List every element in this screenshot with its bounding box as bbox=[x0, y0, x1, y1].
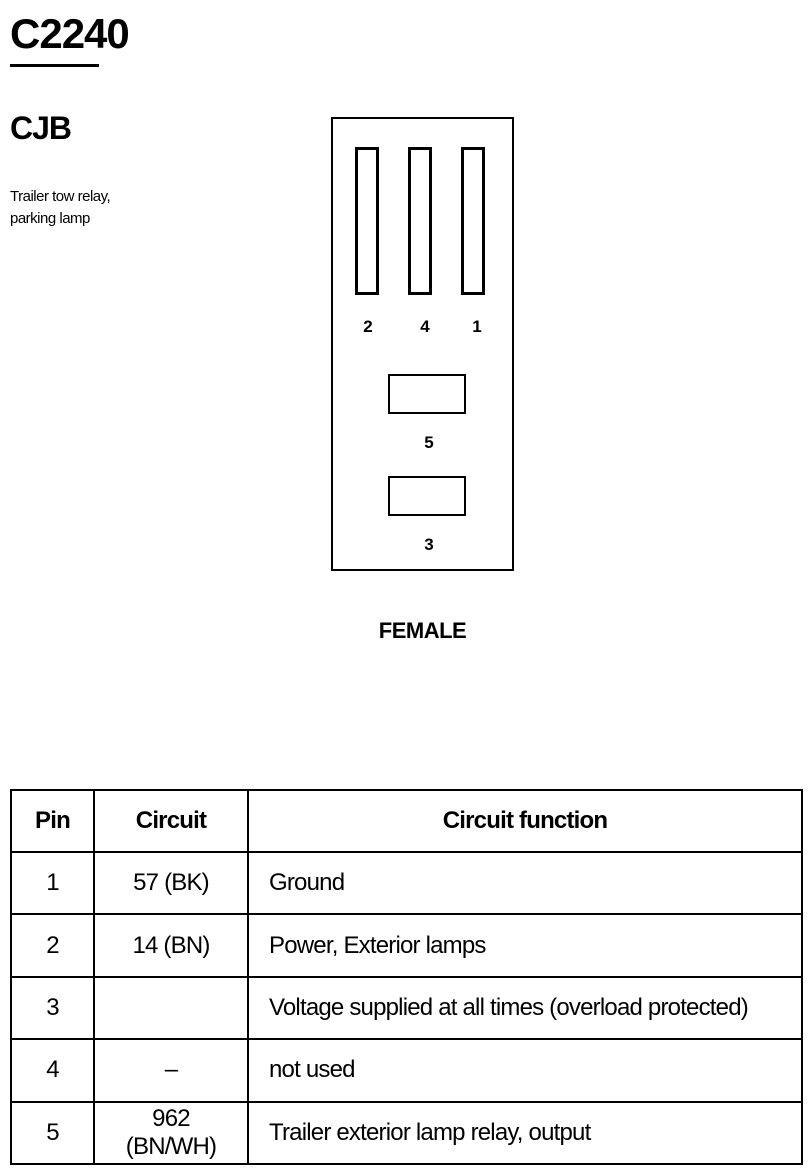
table-row: 3 Voltage supplied at all times (overloa… bbox=[10, 975, 803, 1041]
connector-face-diagram: 2 4 1 5 3 bbox=[331, 117, 514, 571]
header-circuit-function: Circuit function bbox=[247, 789, 803, 853]
description-line-1: Trailer tow relay, bbox=[10, 188, 111, 205]
module-name: CJB bbox=[10, 110, 72, 146]
cell-circuit bbox=[93, 975, 249, 1041]
cell-pin: 5 bbox=[10, 1100, 95, 1166]
pinout-table: Pin Circuit Circuit function 1 57 (BK) G… bbox=[10, 789, 803, 1166]
cell-function: Power, Exterior lamps bbox=[247, 913, 803, 978]
table-row: 4 – not used bbox=[10, 1038, 803, 1103]
connector-gender-label: FEMALE bbox=[378, 618, 467, 643]
cell-circuit: 57 (BK) bbox=[93, 850, 249, 916]
pin-label-3: 3 bbox=[424, 535, 434, 554]
header-pin: Pin bbox=[10, 789, 95, 853]
cell-circuit: 14 (BN) bbox=[93, 913, 249, 978]
cell-circuit: 962 (BN/WH) bbox=[93, 1100, 249, 1166]
terminal-pin-2 bbox=[355, 147, 379, 295]
cell-circuit: – bbox=[93, 1038, 249, 1103]
description-line-2: parking lamp bbox=[10, 210, 90, 227]
table-header-row: Pin Circuit Circuit function bbox=[10, 789, 803, 853]
pin-label-4: 4 bbox=[420, 317, 430, 336]
table-row: 2 14 (BN) Power, Exterior lamps bbox=[10, 913, 803, 978]
table-row: 1 57 (BK) Ground bbox=[10, 850, 803, 916]
terminal-pin-3 bbox=[388, 476, 466, 516]
cell-function: Voltage supplied at all times (overload … bbox=[247, 975, 803, 1041]
title-underline bbox=[10, 64, 99, 67]
header-circuit: Circuit bbox=[93, 789, 249, 853]
pin-label-1: 1 bbox=[472, 317, 482, 336]
table-row: 5 962 (BN/WH) Trailer exterior lamp rela… bbox=[10, 1100, 803, 1166]
cell-function: Ground bbox=[247, 850, 803, 916]
cell-pin: 3 bbox=[10, 975, 95, 1041]
cell-pin: 1 bbox=[10, 850, 95, 916]
cell-pin: 4 bbox=[10, 1038, 95, 1103]
connector-description: Trailer tow relay, parking lamp bbox=[10, 186, 170, 230]
pin-label-5: 5 bbox=[424, 433, 434, 452]
cell-pin: 2 bbox=[10, 913, 95, 978]
cell-function: not used bbox=[247, 1038, 803, 1103]
terminal-pin-1 bbox=[461, 147, 485, 295]
terminal-pin-4 bbox=[408, 147, 432, 295]
connector-id-title: C2240 bbox=[10, 10, 130, 57]
pin-label-2: 2 bbox=[363, 317, 373, 336]
cell-function: Trailer exterior lamp relay, output bbox=[247, 1100, 803, 1166]
terminal-pin-5 bbox=[388, 374, 466, 414]
